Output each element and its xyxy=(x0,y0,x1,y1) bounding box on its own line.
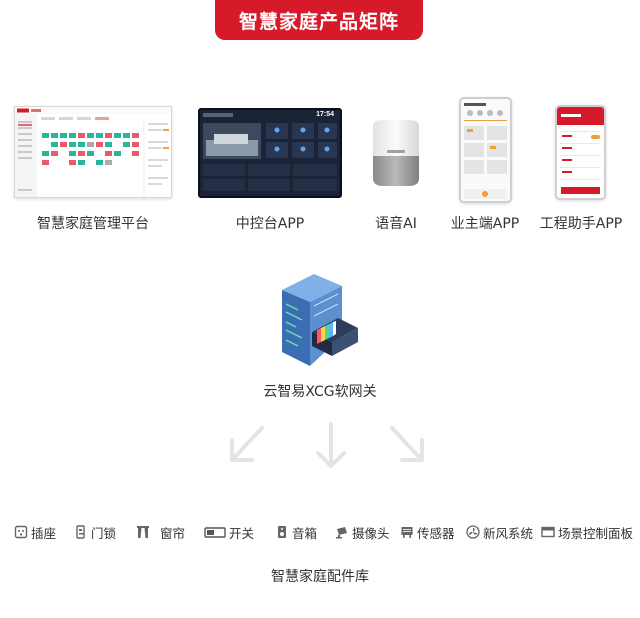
product-label-owner: 业主端APP xyxy=(450,216,520,232)
camera-icon xyxy=(335,525,349,539)
socket-icon xyxy=(14,525,28,539)
product-label-platform: 智慧家庭管理平台 xyxy=(37,216,149,232)
platform-screenshot xyxy=(14,106,172,198)
speaker-icon xyxy=(275,525,289,539)
accessory-socket: 插座 xyxy=(14,523,56,541)
gateway-label: 云智易XCG软网关 xyxy=(263,384,377,400)
accessory-door-lock: 门锁 xyxy=(74,523,116,541)
accessory-library-label: 智慧家庭配件库 xyxy=(271,569,369,585)
accessory-label: 插座 xyxy=(31,525,57,541)
tablet-time: 17:54 xyxy=(316,111,334,118)
arrow-down-icon xyxy=(316,422,346,468)
product-label-engineer: 工程助手APP xyxy=(539,216,623,232)
door-lock-icon xyxy=(74,525,88,539)
accessory-scene-panel: 场景控制面板 xyxy=(541,523,633,541)
accessory-label: 传感器 xyxy=(417,525,455,541)
accessory-speaker: 音箱 xyxy=(275,523,317,541)
accessory-label: 开关 xyxy=(229,525,255,541)
curtain-icon xyxy=(136,525,150,539)
accessory-label: 门锁 xyxy=(91,525,117,541)
product-label-central: 中控台APP xyxy=(235,216,305,232)
panel-icon xyxy=(541,525,555,539)
sensor-icon xyxy=(400,525,414,539)
accessory-label: 音箱 xyxy=(292,525,318,541)
accessory-switch: 开关 xyxy=(204,523,254,541)
accessory-label: 场景控制面板 xyxy=(558,525,634,541)
accessory-label: 新风系统 xyxy=(483,525,534,541)
arrow-down-left-icon xyxy=(230,426,264,462)
switch-icon xyxy=(204,525,226,539)
arrow-down-right-icon xyxy=(390,426,424,462)
product-label-voice: 语音AI xyxy=(375,216,417,232)
accessory-fresh-air: 新风系统 xyxy=(466,523,533,541)
page-title: 智慧家庭产品矩阵 xyxy=(215,0,423,40)
accessory-label: 摄像头 xyxy=(352,525,390,541)
accessory-camera: 摄像头 xyxy=(335,523,390,541)
gateway-server-icon xyxy=(280,272,360,368)
accessory-label: 窗帘 xyxy=(160,525,186,541)
smart-speaker-image xyxy=(369,120,423,186)
fan-icon xyxy=(466,525,480,539)
central-control-screenshot: 17:54 xyxy=(198,108,342,198)
engineer-app-screenshot xyxy=(555,105,606,200)
accessory-sensor: 传感器 xyxy=(400,523,455,541)
owner-app-screenshot xyxy=(459,97,512,203)
accessory-curtain: 窗帘 xyxy=(136,523,185,541)
